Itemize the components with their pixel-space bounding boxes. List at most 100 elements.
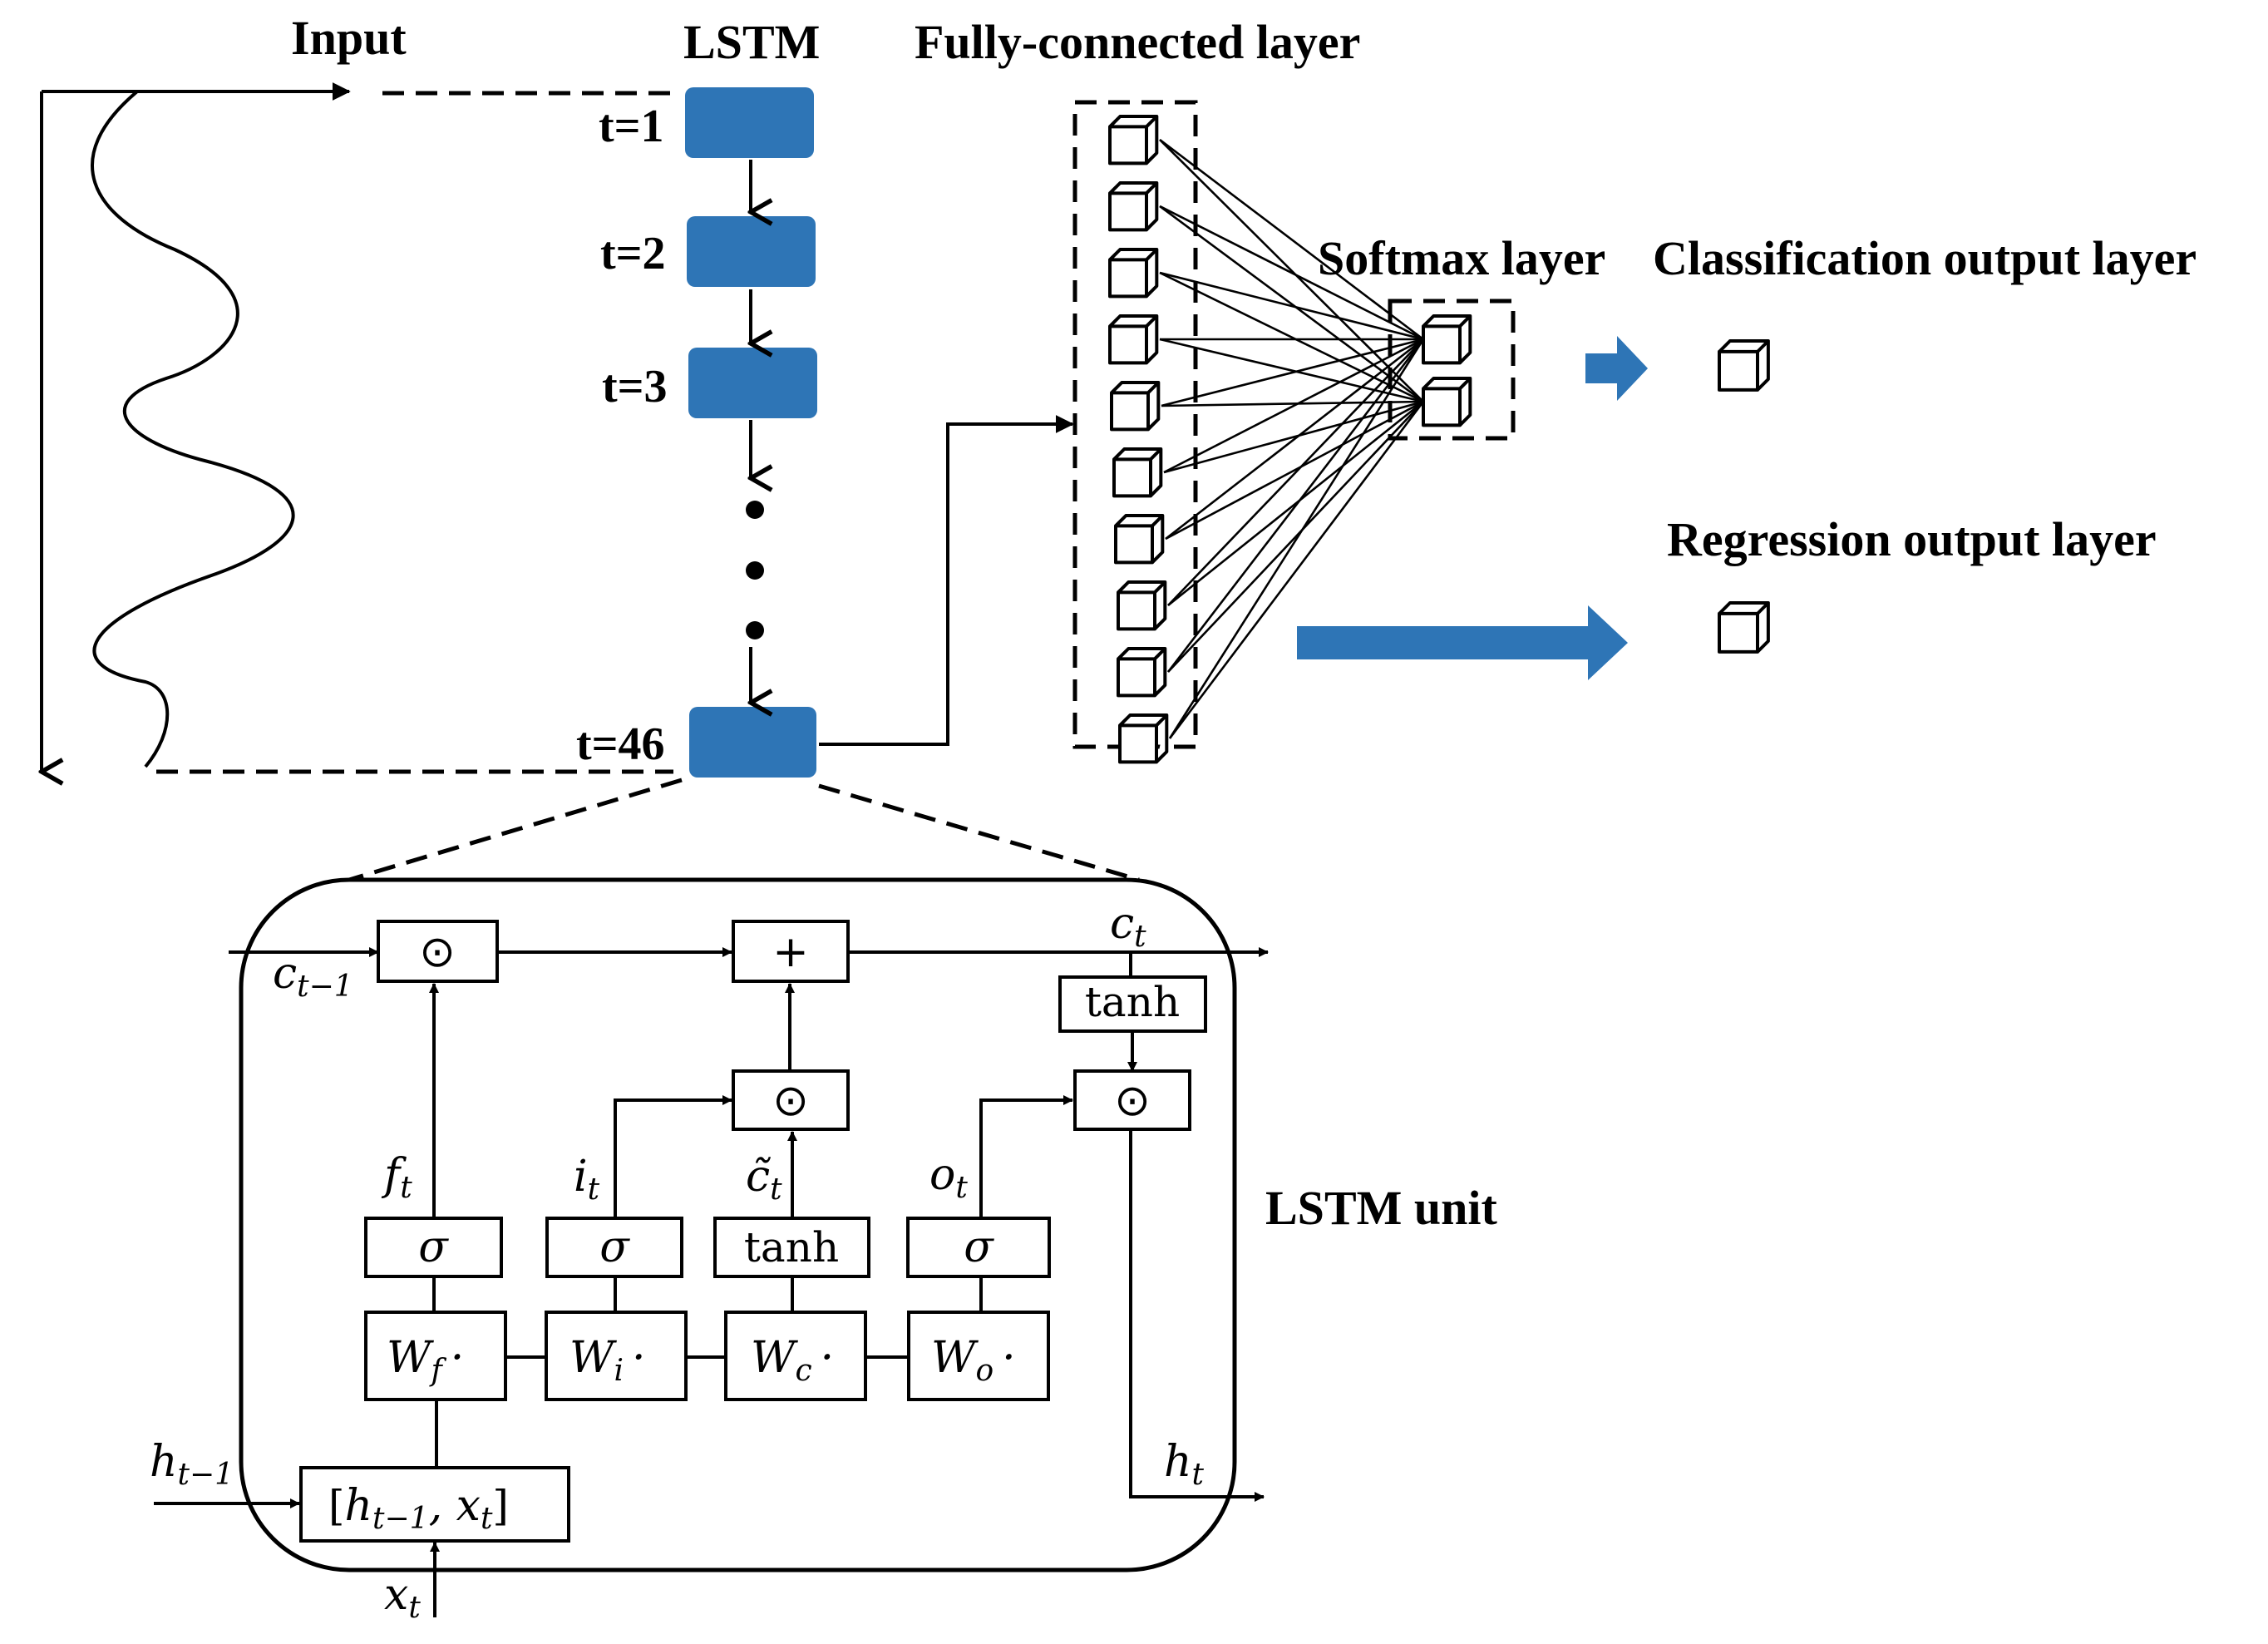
- lstm-unit-header: LSTM unit: [1265, 1181, 1497, 1235]
- forget-mult-box: [377, 920, 499, 983]
- fc-node-cube: [1108, 181, 1159, 232]
- fc-node-cube: [1117, 580, 1167, 631]
- candidate-weight-box: [724, 1311, 867, 1401]
- fc-connection-line: [1167, 338, 1424, 606]
- input-waveform: [91, 90, 295, 768]
- output-weight-box: [907, 1311, 1050, 1401]
- fc-connection-line: [1159, 205, 1424, 403]
- fc-connection-line: [1159, 271, 1424, 403]
- fc-connection-line: [1159, 338, 1424, 403]
- fc-connection-line: [1159, 271, 1424, 341]
- fc-node-cube: [1108, 248, 1159, 299]
- lstm-unit-frame: [239, 877, 1237, 1572]
- cell-add-box: [732, 920, 850, 983]
- cell-add-symbol: +: [772, 927, 809, 977]
- candidate-weight-label: Wc·: [751, 1333, 834, 1388]
- lstm-cell-t3: [688, 348, 817, 418]
- classification-header: Classification output layer: [1653, 231, 2197, 285]
- fully-connected-header: Fully-connected layer: [915, 15, 1360, 69]
- forget-weight-label: Wf·: [387, 1333, 464, 1388]
- output-mult-symbol: ⊙: [1114, 1076, 1151, 1126]
- timestep-label-t1: t=1: [599, 101, 664, 152]
- classification-output-cube: [1718, 339, 1770, 392]
- forget-gate-label: ft: [381, 1150, 412, 1205]
- fully-connected-layer: [1072, 100, 1516, 764]
- cell-prev-label: ct−1: [273, 949, 353, 1004]
- forget-mult-symbol: ⊙: [419, 927, 456, 977]
- candidate-tanh-label: tanh: [744, 1223, 839, 1271]
- ellipsis-dot-3: [746, 621, 764, 639]
- classification-arrow: [1585, 336, 1648, 401]
- hidden-prev-label: ht−1: [150, 1437, 234, 1492]
- fc-connection-line: [1159, 205, 1424, 341]
- input-header: Input: [291, 11, 407, 65]
- regression-arrow: [1297, 605, 1628, 680]
- timestep-label-t3: t=3: [602, 361, 668, 412]
- fc-nodes: [1108, 115, 1169, 764]
- tanh-output-label: tanh: [1085, 978, 1180, 1026]
- softmax-dashed-frame: [1388, 299, 1516, 441]
- fc-node-cube: [1110, 381, 1161, 432]
- forget-sigma-box: [364, 1217, 503, 1278]
- softmax-header: Softmax layer: [1318, 231, 1605, 285]
- output-gate-label: ot: [929, 1150, 968, 1205]
- softmax-node-cube: [1422, 377, 1472, 427]
- regression-header: Regression output layer: [1667, 512, 2157, 566]
- concat-label: [ht−1, xt]: [328, 1481, 509, 1536]
- output-sigma-label: σ: [964, 1222, 994, 1272]
- fc-connection-line: [1168, 401, 1425, 739]
- fc-node-cube: [1118, 713, 1169, 764]
- regression-output-cube: [1718, 601, 1770, 654]
- zoom-dashed-left: [348, 778, 683, 882]
- fc-node-cube: [1114, 514, 1165, 565]
- hidden-out-arrow: [1129, 1129, 1265, 1502]
- input-sigma-box: [545, 1217, 683, 1278]
- candidate-tanh-box: [713, 1217, 870, 1278]
- input-sigma-label: σ: [599, 1222, 630, 1272]
- fc-connection-line: [1167, 400, 1424, 607]
- input-weight-label: Wi·: [569, 1333, 646, 1388]
- softmax-nodes: [1422, 314, 1472, 427]
- fc-connection-line: [1163, 400, 1424, 474]
- fc-connection-line: [1159, 139, 1424, 402]
- input-gate-label: it: [574, 1152, 600, 1207]
- lstm-to-fc-connector: [819, 415, 1074, 746]
- timestep-label-t46: t=46: [576, 718, 665, 770]
- lstm-cell-t46: [689, 707, 816, 778]
- input-mult-box: [732, 1069, 850, 1131]
- fc-connection-line: [1159, 138, 1424, 341]
- softmax-node-cube: [1422, 314, 1472, 365]
- cell-out-label: ct: [1110, 899, 1146, 954]
- fc-connection-line: [1167, 401, 1424, 673]
- tanh-output-box: [1058, 975, 1207, 1033]
- fc-connection-lines: [1159, 138, 1425, 739]
- input-x-label: xt: [384, 1570, 421, 1625]
- ellipsis-dot-1: [746, 501, 764, 519]
- forget-weight-box: [364, 1311, 507, 1401]
- fc-connection-line: [1166, 338, 1425, 673]
- fc-dashed-frame: [1072, 100, 1198, 749]
- fc-node-cube: [1117, 647, 1167, 698]
- candidate-label: c̃t: [746, 1152, 782, 1207]
- fc-connection-line: [1163, 338, 1424, 474]
- lstm-header: LSTM: [683, 15, 820, 69]
- fc-connection-line: [1165, 400, 1424, 541]
- input-mult-symbol: ⊙: [772, 1076, 809, 1126]
- output-mult-box: [1073, 1069, 1191, 1131]
- hidden-out-label: ht: [1164, 1437, 1205, 1492]
- output-weight-label: Wo·: [931, 1333, 1016, 1388]
- lstm-chain: t=1 t=2 t=3 t=46: [348, 87, 1140, 882]
- fc-node-cube: [1108, 314, 1159, 365]
- input-weight-box: [545, 1311, 688, 1401]
- output-branches: [1297, 336, 1770, 680]
- lstm-cell-t1: [685, 87, 814, 158]
- ellipsis-dot-2: [746, 561, 764, 580]
- output-gate-line: [979, 1095, 1073, 1217]
- lstm-unit-detail: ⊙ + ct−1 ct tanh ⊙ ⊙ ft it c̃: [150, 877, 1269, 1625]
- fc-node-cube: [1108, 115, 1159, 165]
- concat-box: [299, 1466, 570, 1543]
- fc-connection-line: [1161, 400, 1424, 407]
- timestep-label-t2: t=2: [600, 228, 666, 279]
- fc-node-cube: [1112, 447, 1163, 498]
- fc-connection-line: [1161, 338, 1424, 407]
